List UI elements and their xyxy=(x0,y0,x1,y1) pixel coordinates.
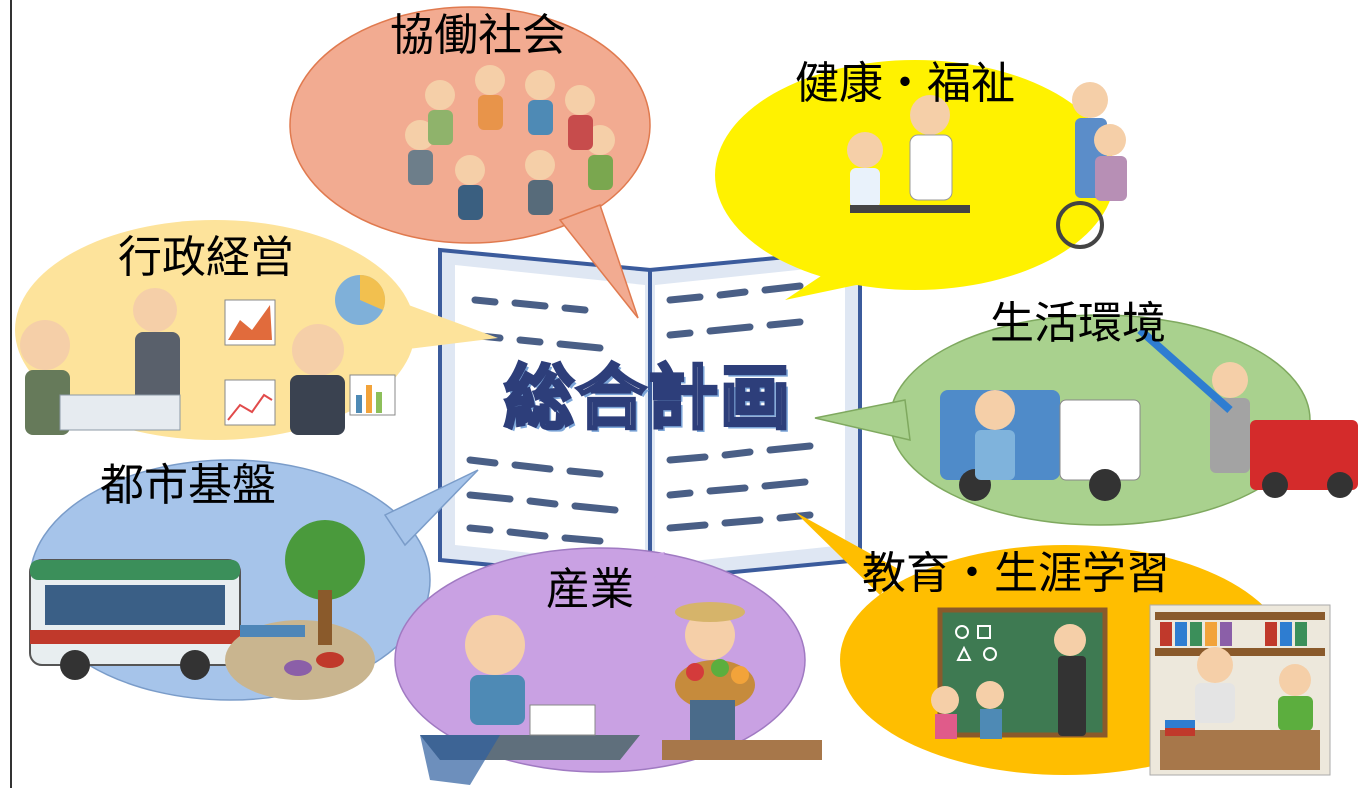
label-sangyo: 産業 xyxy=(546,564,634,615)
bubble-kyodo-shakai xyxy=(289,6,651,319)
office-meeting-illustration xyxy=(20,274,396,435)
label-kenko-fukushi: 健康・福祉 xyxy=(795,58,1015,109)
bubble-kyoiku xyxy=(795,512,1331,776)
label-gyosei-keiei: 行政経営 xyxy=(118,232,294,283)
garbage-truck-fire-truck-illustration xyxy=(940,327,1358,501)
bubble-seikatsu-kankyo xyxy=(814,314,1358,526)
label-toshi-kiban: 都市基盤 xyxy=(100,460,276,511)
center-title: 総合計画 xyxy=(503,357,792,439)
classroom-library-illustration xyxy=(931,604,1331,776)
bubble-sangyo xyxy=(394,547,822,785)
label-kyodo-shakai: 協働社会 xyxy=(390,10,566,61)
open-book-illustration xyxy=(438,247,862,583)
bubble-gyosei-keiei xyxy=(15,220,498,440)
meeting-people-illustration xyxy=(405,65,615,220)
bubble-kenko-fukushi xyxy=(715,60,1127,300)
doctor-patient-illustration xyxy=(847,82,1127,249)
bubble-toshi-kiban xyxy=(29,459,479,701)
bus-park-illustration xyxy=(29,520,375,700)
label-kyoiku-shogai-gakushu: 教育・生涯学習 xyxy=(862,548,1170,599)
fisherman-farmer-illustration xyxy=(420,602,822,785)
label-seikatsu-kankyo: 生活環境 xyxy=(990,298,1166,349)
